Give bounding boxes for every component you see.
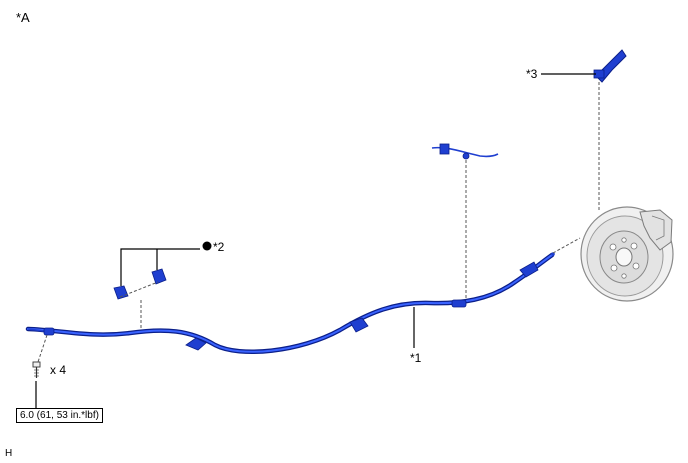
bolt-icon <box>32 361 41 378</box>
corner-code: H <box>5 448 13 459</box>
cable-clamp-upper-right <box>593 49 627 83</box>
callout-3: *3 <box>526 67 538 81</box>
brake-disc-assembly <box>580 206 674 302</box>
view-label: *A <box>16 10 30 25</box>
cable-bracket-center <box>431 143 499 160</box>
callout-1: *1 <box>410 351 422 365</box>
parking-brake-cable <box>25 252 555 355</box>
callout-2: *2 <box>213 240 225 254</box>
torque-spec: 6.0 (61, 53 in.*lbf) <box>16 408 103 423</box>
leader-lines <box>35 73 596 408</box>
dashed-guides <box>37 82 600 363</box>
bolt-count: x 4 <box>50 363 67 377</box>
cable-clips-pair <box>113 268 167 300</box>
filled-circle-icon <box>202 241 212 251</box>
